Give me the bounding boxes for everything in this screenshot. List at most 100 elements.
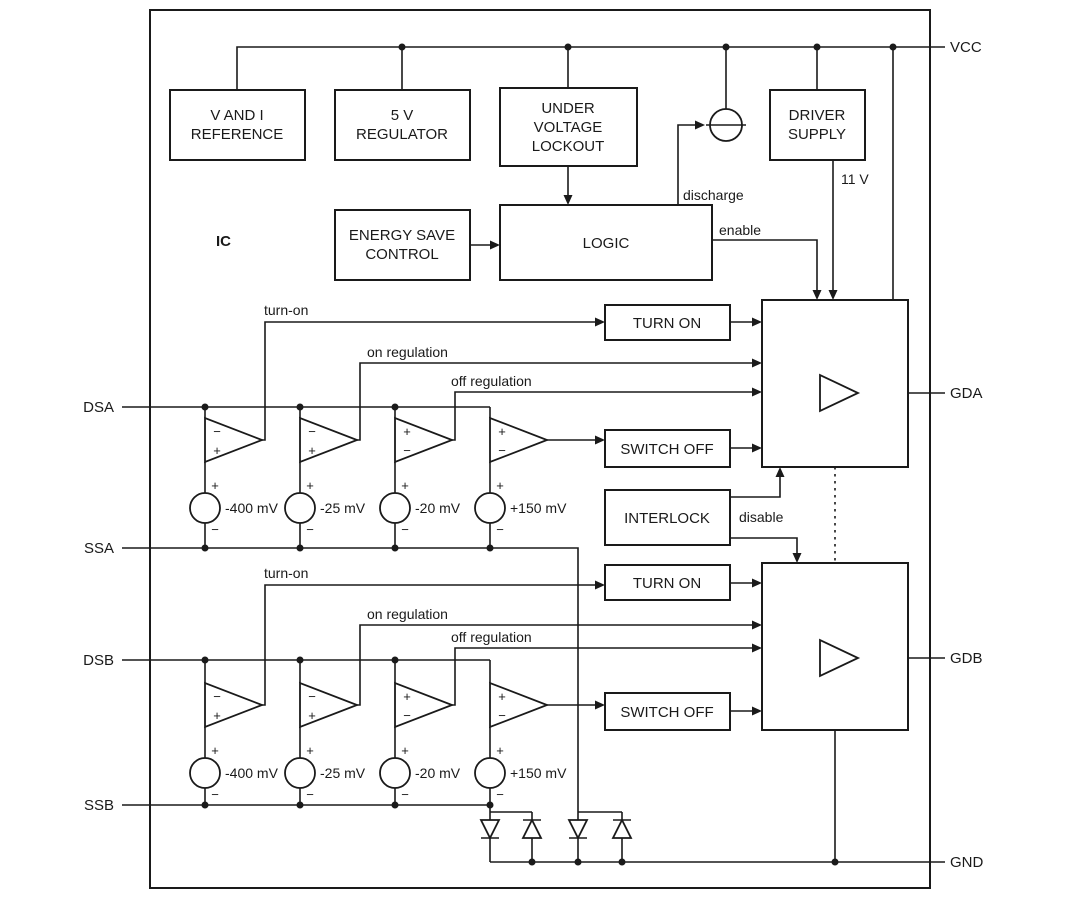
- diode-icon: [479, 819, 501, 841]
- source-plus-mark: +: [496, 478, 504, 493]
- dsb-input-stubs: [204, 660, 491, 683]
- comparator-input-sign: −: [403, 443, 411, 458]
- threshold-label: -400 mV: [225, 765, 279, 781]
- comparator-input-sign: −: [308, 424, 316, 439]
- driver-buffer-icon: [819, 638, 861, 678]
- driver-output-wires: [730, 321, 836, 862]
- source-plus-mark: +: [211, 743, 219, 758]
- threshold-label: -25 mV: [320, 500, 366, 516]
- diode-icon: [521, 817, 543, 839]
- discharge-wire: [677, 124, 696, 205]
- voltage-source-symbol: [284, 492, 316, 524]
- turn-on-a-label: turn-on: [264, 302, 308, 318]
- block-rect: [769, 89, 866, 161]
- vcc-rail-wires: [236, 46, 945, 300]
- comparator-output-wires-b: [262, 584, 753, 706]
- pin-dsb: DSB: [83, 652, 114, 669]
- block-rect: [499, 87, 638, 167]
- pin-dsa: DSA: [83, 399, 114, 416]
- source-minus-mark: −: [306, 787, 314, 802]
- block-label: REGULATOR: [356, 126, 448, 143]
- ic-outline: [149, 9, 931, 889]
- comparator-a3-triangle: [394, 416, 455, 464]
- comparator-input-sign: +: [403, 424, 411, 439]
- block-turn-on-a: TURN ON: [604, 304, 731, 341]
- threshold-label: +150 mV: [510, 500, 567, 516]
- voltage-source-symbol: [189, 492, 221, 524]
- enable-label: enable: [719, 222, 761, 238]
- source-minus-mark: −: [211, 522, 219, 537]
- source-minus-mark: −: [496, 787, 504, 802]
- source-minus-mark: −: [401, 787, 409, 802]
- source-minus-mark: −: [211, 787, 219, 802]
- block-label: REFERENCE: [191, 126, 284, 143]
- block-label: SWITCH OFF: [620, 704, 713, 721]
- comparator-b1-triangle: [204, 681, 265, 729]
- voltage-source-symbol: [284, 757, 316, 789]
- block-label: TURN ON: [633, 575, 701, 592]
- diode-icon: [567, 819, 589, 841]
- dsa-input-stubs: [204, 407, 491, 418]
- diode-bus-wires: [489, 805, 623, 862]
- block-label: 5 V: [391, 107, 414, 124]
- pin-gnd: GND: [950, 854, 984, 871]
- driver-buffer-icon: [819, 373, 861, 413]
- block-turn-on-b: TURN ON: [604, 564, 731, 601]
- enable-wire: [712, 239, 818, 291]
- source-plus-mark: +: [306, 743, 314, 758]
- comparator-input-sign: −: [403, 708, 411, 723]
- threshold-label: -20 mV: [415, 765, 461, 781]
- block-label: SUPPLY: [788, 126, 846, 143]
- block-label: LOCKOUT: [532, 138, 605, 155]
- block-label: TURN ON: [633, 315, 701, 332]
- comparator-input-sign: +: [308, 443, 316, 458]
- clamp-diodes: [479, 805, 633, 862]
- comparator-b3-triangle: [394, 681, 455, 729]
- comparator-input-sign: +: [498, 424, 506, 439]
- comparator-input-sign: −: [213, 689, 221, 704]
- source-plus-mark: +: [401, 743, 409, 758]
- block-label: UNDER: [541, 100, 595, 117]
- comparator-input-sign: −: [308, 689, 316, 704]
- ic-label: IC: [216, 233, 231, 250]
- block-driver-supply: DRIVER SUPPLY: [769, 89, 866, 161]
- source-plus-mark: +: [496, 743, 504, 758]
- source-plus-mark: +: [306, 478, 314, 493]
- block-logic: LOGIC: [499, 204, 713, 281]
- threshold-label: -400 mV: [225, 500, 279, 516]
- threshold-label: +150 mV: [510, 765, 567, 781]
- threshold-label: -25 mV: [320, 765, 366, 781]
- block-rect: [604, 429, 731, 468]
- comparator-a1-triangle: [204, 416, 265, 464]
- block-label: DRIVER: [789, 107, 846, 124]
- turn-on-b-label: turn-on: [264, 565, 308, 581]
- comparator-input-sign: +: [403, 689, 411, 704]
- pin-ssb: SSB: [84, 797, 114, 814]
- block-label: INTERLOCK: [624, 510, 710, 527]
- comparator-a2-triangle: [299, 416, 360, 464]
- block-label: V AND I: [210, 107, 263, 124]
- source-minus-mark: −: [401, 522, 409, 537]
- block-switch-off-b: SWITCH OFF: [604, 692, 731, 731]
- pin-lead-wires: [122, 392, 945, 812]
- channel-a: − + − + + − + − + − + − + − + − -400 mV …: [189, 321, 753, 548]
- block-label: SWITCH OFF: [620, 441, 713, 458]
- off-regulation-a-label: off regulation: [451, 373, 532, 389]
- block-v-and-i-reference: V AND I REFERENCE: [169, 89, 306, 161]
- voltage-source-symbol: [474, 757, 506, 789]
- off-regulation-b-label: off regulation: [451, 629, 532, 645]
- block-label: ENERGY SAVE: [349, 227, 455, 244]
- source-minus-mark: −: [496, 522, 504, 537]
- disable-label: disable: [739, 509, 784, 525]
- block-rect: [604, 489, 731, 546]
- source-plus-mark: +: [211, 478, 219, 493]
- offset-source-wires-b: [204, 727, 491, 805]
- pin-ssa: SSA: [84, 540, 114, 557]
- voltage-source-symbol: [474, 492, 506, 524]
- block-switch-off-a: SWITCH OFF: [604, 429, 731, 468]
- comparator-input-sign: −: [498, 708, 506, 723]
- threshold-label: -20 mV: [415, 500, 461, 516]
- comparator-input-sign: +: [308, 708, 316, 723]
